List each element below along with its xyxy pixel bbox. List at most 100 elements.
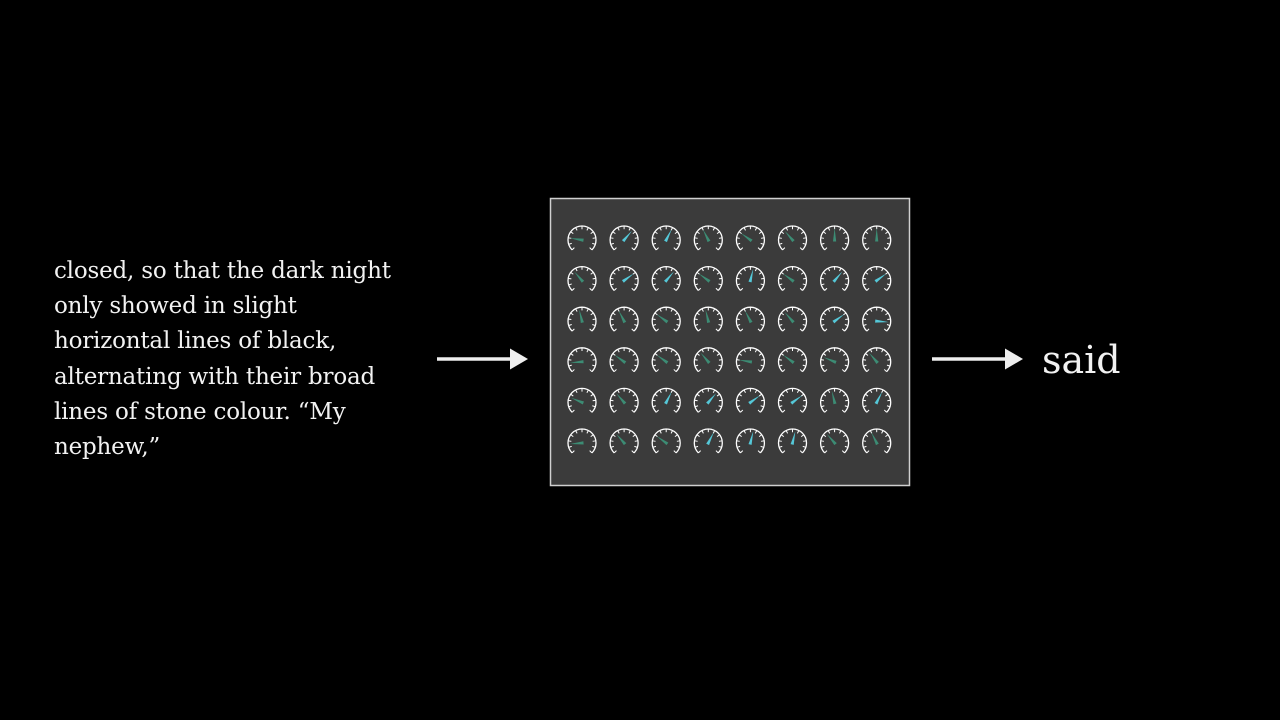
gauge-tick — [634, 405, 638, 408]
gauge-tick — [674, 231, 678, 235]
gauge-tick — [575, 267, 578, 272]
gauge-tick — [712, 267, 716, 272]
gauge-tick — [820, 277, 825, 280]
gauge-tick — [610, 277, 614, 280]
gauge-tick — [628, 389, 631, 394]
gauge-tick — [696, 231, 700, 235]
gauge-tick — [634, 283, 638, 286]
gauge-tick — [800, 231, 805, 235]
gauge-tick — [659, 389, 662, 394]
gauge-dial — [609, 428, 639, 454]
gauge-tick — [866, 328, 870, 332]
gauge-arc — [777, 347, 808, 373]
gauge-tick — [863, 445, 867, 448]
gauge-grid — [567, 225, 892, 454]
gauge-tick — [782, 409, 786, 413]
gauge-tick — [716, 271, 720, 275]
gauge-needle — [702, 229, 711, 243]
gauge-dial — [609, 306, 639, 332]
gauge-tick — [844, 445, 849, 448]
gauge-tick — [570, 271, 574, 275]
gauge-tick — [592, 242, 596, 245]
gauge-needle — [698, 273, 711, 283]
gauge-tick — [659, 308, 662, 312]
gauge-tick — [780, 434, 785, 438]
gauge-tick — [740, 369, 744, 373]
gauge-arc — [819, 225, 850, 251]
gauge-tick — [628, 430, 631, 434]
gauge-dial — [693, 347, 723, 373]
gauge-tick — [568, 242, 572, 245]
gauge-tick — [780, 231, 785, 235]
gauge-tick — [881, 349, 884, 353]
gauge-dial — [609, 225, 639, 251]
gauge-arc — [819, 387, 850, 413]
gauge-tick — [617, 227, 620, 231]
gauge-arc — [777, 387, 808, 413]
gauge-tick — [634, 364, 638, 367]
gauge-tick — [843, 353, 847, 356]
gauge-tick — [696, 393, 700, 397]
gauge-arc — [777, 306, 808, 332]
gauge-tick — [754, 349, 758, 353]
gauge-tick — [718, 359, 723, 361]
gauge-tick — [575, 349, 578, 353]
gauge-tick — [866, 369, 870, 373]
gauge-dial — [567, 265, 597, 291]
gauge-tick — [827, 389, 831, 394]
gauge-tick — [592, 405, 596, 408]
gauge-tick — [634, 359, 639, 361]
gauge-tick — [592, 318, 596, 321]
input-text-line: nephew,” — [54, 434, 160, 461]
gauge-tick — [822, 434, 827, 438]
gauge-tick — [698, 328, 702, 332]
gauge-arc — [567, 265, 597, 291]
gauge-arc — [862, 306, 892, 332]
gauge-tick — [617, 349, 620, 353]
gauge-arc — [777, 265, 808, 291]
gauge-needle — [782, 354, 795, 364]
gauge-tick — [779, 445, 783, 448]
gauge-dial — [651, 428, 681, 454]
gauge-tick — [698, 247, 702, 251]
gauge-tick — [821, 242, 825, 245]
gauge-tick — [613, 247, 617, 251]
gauge-tick — [757, 450, 761, 454]
gauge-tick — [712, 308, 716, 312]
gauge-tick — [613, 409, 617, 413]
gauge-tick — [827, 227, 831, 231]
gauge-tick — [673, 328, 677, 332]
gauge-tick — [887, 237, 891, 239]
gauge-tick — [652, 324, 657, 327]
gauge-tick — [610, 405, 614, 408]
gauge-tick — [754, 267, 758, 272]
gauge-tick — [718, 445, 722, 448]
gauge-tick — [740, 287, 744, 291]
gauge-tick — [827, 349, 831, 353]
gauge-tick — [883, 450, 887, 454]
gauge-tick — [674, 353, 678, 356]
gauge-needle — [616, 433, 627, 446]
gauge-tick — [592, 445, 596, 448]
gauge-tick — [592, 364, 596, 367]
gauge-tick — [610, 283, 614, 286]
gauge-tick — [612, 312, 616, 316]
gauge-tick — [634, 324, 638, 327]
gauge-tick — [676, 364, 680, 367]
gauge-tick — [694, 364, 699, 367]
gauge-needle — [832, 271, 843, 283]
gauge-dial — [651, 306, 681, 332]
gauge-tick — [694, 277, 698, 280]
gauge-tick — [716, 434, 720, 438]
gauge-arc — [819, 265, 850, 291]
gauge-tick — [659, 430, 662, 434]
gauge-tick — [698, 409, 702, 413]
gauge-tick — [674, 393, 678, 397]
gauge-tick — [760, 237, 765, 239]
gauge-tick — [715, 369, 719, 373]
gauge-tick — [779, 364, 783, 367]
gauge-tick — [760, 364, 764, 367]
gauge-tick — [571, 409, 575, 413]
gauge-tick — [628, 308, 631, 312]
gauge-tick — [652, 318, 656, 321]
